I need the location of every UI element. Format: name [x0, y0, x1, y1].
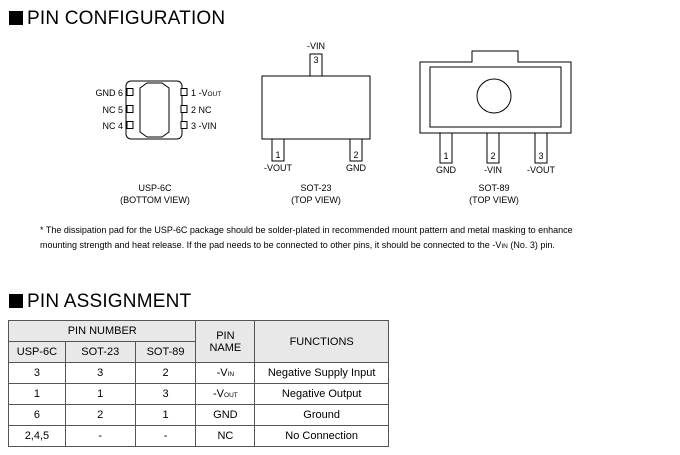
cell-sot23: -	[64, 425, 136, 447]
sot89-body	[429, 66, 562, 128]
sot23-pin1-lead	[271, 138, 285, 162]
usp6c-body	[125, 80, 183, 140]
usp6c-pin2-label: 2 NC	[191, 105, 212, 115]
cell-pin-name: NC	[195, 425, 256, 447]
table-row: 3 3 2 -VIN Negative Supply Input	[8, 362, 389, 384]
cell-sot23: 3	[64, 362, 136, 384]
usp6c-pin6-pad	[126, 88, 134, 96]
usp6c-pin2-pad	[180, 105, 188, 113]
sot23-pin3-name: -VIN	[307, 41, 325, 51]
sot23-pin2-name: GND	[346, 163, 366, 173]
table-subheader-row: USP-6C SOT-23 SOT-89	[8, 341, 389, 363]
usp6c-caption: USP-6C (BOTTOM VIEW)	[120, 183, 190, 205]
header-sot23: SOT-23	[64, 341, 136, 363]
cell-sot23: 2	[64, 404, 136, 426]
sot89-tab-outline	[419, 50, 572, 134]
header-pin-number: PIN NUMBER	[7, 320, 197, 342]
cell-function: No Connection	[254, 425, 389, 447]
sot23-body	[261, 75, 371, 140]
cell-pin-name: -VIN	[195, 362, 256, 384]
usp6c-pin5-label: NC 5	[102, 105, 123, 115]
cell-sot89: -	[134, 425, 197, 447]
cell-pin-name: -VOUT	[195, 383, 256, 405]
heading-square-icon	[9, 11, 23, 25]
sot89-pin1-lead	[439, 132, 453, 164]
sot89-mark	[476, 78, 512, 114]
table-row: 6 2 1 GND Ground	[8, 404, 389, 426]
usp6c-pin6-label: GND 6	[95, 88, 123, 98]
sot23-pin1-number: 1	[275, 150, 281, 160]
sot89-diagram	[419, 50, 572, 164]
sot89-pin3-lead	[534, 132, 548, 164]
dissipation-pad-note: * The dissipation pad for the USP-6C pac…	[40, 225, 573, 250]
header-usp6c: USP-6C	[8, 341, 66, 363]
sot23-caption: SOT-23 (TOP VIEW)	[291, 183, 341, 205]
pin-assignment-heading: PIN ASSIGNMENT	[9, 291, 191, 313]
pin-configuration-heading: PIN CONFIGURATION	[9, 8, 225, 30]
heading-square-icon	[9, 294, 23, 308]
sot89-pin1-name: GND	[436, 165, 456, 175]
usp6c-pin3-label: 3 -VIN	[191, 121, 217, 131]
cell-sot23: 1	[64, 383, 136, 405]
sot89-caption: SOT-89 (TOP VIEW)	[469, 183, 519, 205]
usp6c-pin4-label: NC 4	[102, 121, 123, 131]
package-drawings	[125, 50, 572, 164]
cell-sot89: 1	[134, 404, 197, 426]
usp6c-pin1-label: 1 -VOUT	[191, 88, 222, 98]
usp6c-pad	[139, 82, 170, 138]
table-row: 2,4,5 - - NC No Connection	[8, 425, 389, 447]
cell-usp6c: 2,4,5	[8, 425, 66, 447]
cell-pin-name: GND	[195, 404, 256, 426]
sot89-pin3-number: 3	[538, 151, 544, 161]
sot89-pin3-name: -VOUT	[527, 165, 555, 175]
usp6c-diagram	[125, 80, 188, 140]
cell-function: Ground	[254, 404, 389, 426]
usp6c-pin5-pad	[126, 105, 134, 113]
sot89-pin2-lead	[486, 132, 500, 164]
sot89-pin2-name: -VIN	[484, 165, 502, 175]
sot89-pin2-number: 2	[490, 151, 496, 161]
cell-usp6c: 1	[8, 383, 66, 405]
sot23-pin2-lead	[349, 138, 363, 162]
cell-usp6c: 3	[8, 362, 66, 384]
sot89-pin1-number: 1	[443, 151, 449, 161]
usp6c-pin3-pad	[180, 121, 188, 129]
cell-usp6c: 6	[8, 404, 66, 426]
table-row: 1 1 3 -VOUT Negative Output	[8, 383, 389, 405]
header-functions: FUNCTIONS	[254, 320, 389, 363]
usp6c-pin1-pad	[180, 88, 188, 96]
sot23-pin2-number: 2	[353, 150, 359, 160]
usp6c-pin4-pad	[126, 121, 134, 129]
cell-function: Negative Output	[254, 383, 389, 405]
sot23-diagram	[261, 53, 371, 162]
sot23-pin3-number: 3	[313, 55, 319, 65]
cell-function: Negative Supply Input	[254, 362, 389, 384]
cell-sot89: 2	[134, 362, 197, 384]
header-sot89: SOT-89	[134, 341, 197, 363]
sot23-pin1-name: -VOUT	[264, 163, 292, 173]
cell-sot89: 3	[134, 383, 197, 405]
